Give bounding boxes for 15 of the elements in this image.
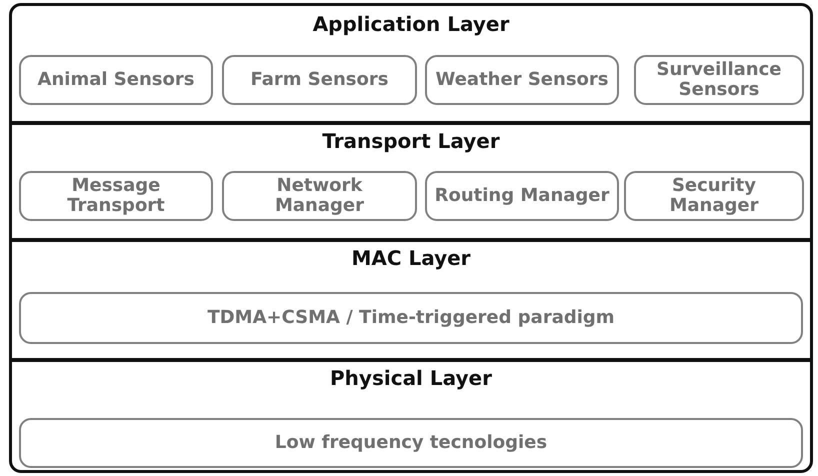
layer-title: Transport Layer xyxy=(321,129,501,153)
layer-title: Physical Layer xyxy=(329,366,493,390)
component-box: Farm Sensors xyxy=(222,55,417,105)
layer-band xyxy=(12,358,810,470)
component-box: Surveillance Sensors xyxy=(634,55,804,105)
component-box: Routing Manager xyxy=(425,171,619,221)
layer-title: Application Layer xyxy=(312,12,510,36)
component-box: Low frequency tecnologies xyxy=(19,418,803,468)
component-box: Animal Sensors xyxy=(19,55,213,105)
component-box: Security Manager xyxy=(624,171,804,221)
component-box: Network Manager xyxy=(222,171,417,221)
component-box: Weather Sensors xyxy=(425,55,619,105)
component-box: TDMA+CSMA / Time-triggered paradigm xyxy=(19,292,803,344)
component-box: Message Transport xyxy=(19,171,213,221)
layer-title: MAC Layer xyxy=(350,246,472,270)
